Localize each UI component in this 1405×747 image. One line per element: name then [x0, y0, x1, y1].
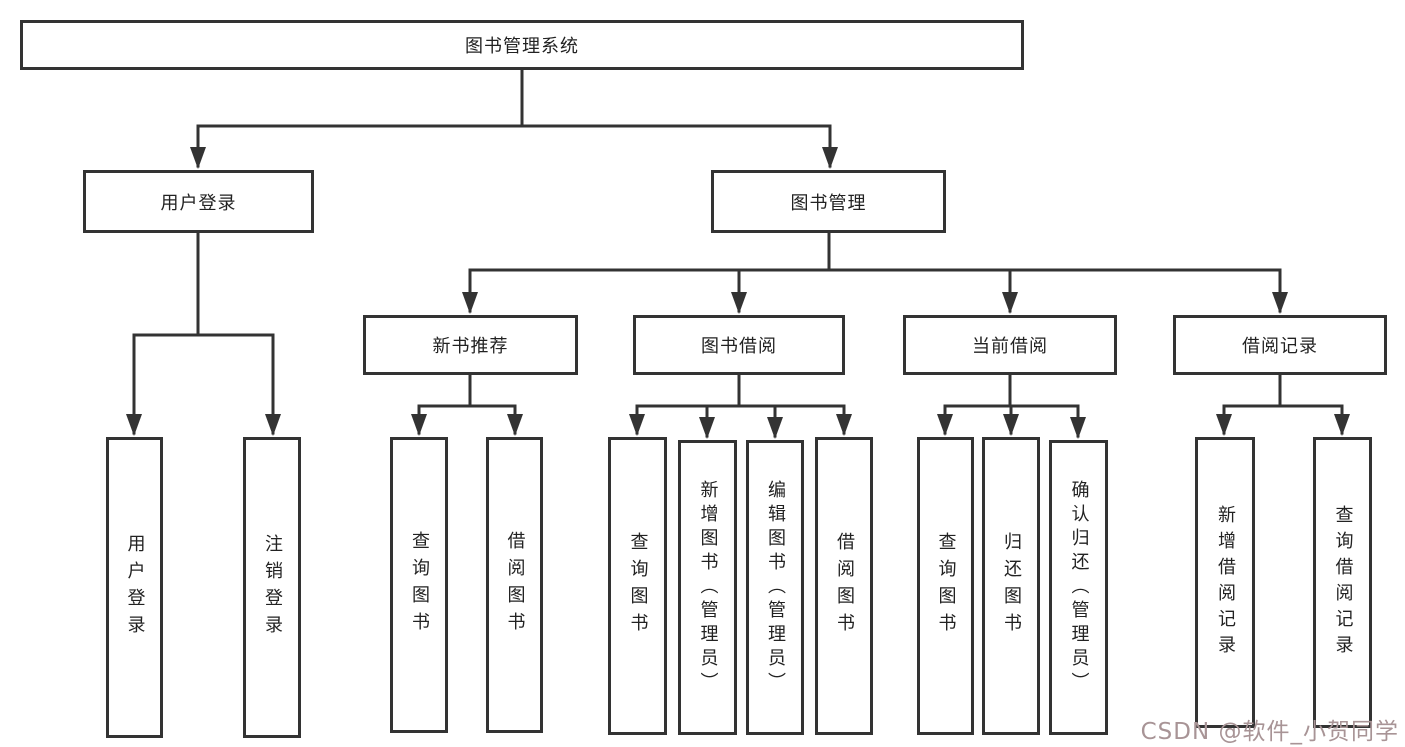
node-logout-leaf: 注销登录 [243, 437, 301, 738]
node-new-book-recommend: 新书推荐 [363, 315, 578, 375]
node-br-query-record: 查询借阅记录 [1313, 437, 1372, 728]
node-cb-return-books: 归还图书 [982, 437, 1040, 735]
node-user-login-leaf: 用户登录 [106, 437, 163, 738]
node-br-add-record: 新增借阅记录 [1195, 437, 1255, 728]
node-nb-query-books: 查询图书 [390, 437, 448, 733]
watermark: CSDN @软件_小贺同学 [1140, 719, 1399, 745]
node-root: 图书管理系统 [20, 20, 1024, 70]
node-book-borrow: 图书借阅 [633, 315, 845, 375]
node-bb-borrow-books: 借阅图书 [815, 437, 873, 735]
node-user-login: 用户登录 [83, 170, 314, 233]
node-current-borrow: 当前借阅 [903, 315, 1117, 375]
node-nb-borrow-books: 借阅图书 [486, 437, 543, 733]
node-borrow-records: 借阅记录 [1173, 315, 1387, 375]
node-cb-query-books: 查询图书 [917, 437, 974, 735]
node-cb-confirm-return-admin: 确认归还（管理员） [1049, 440, 1108, 735]
node-bb-edit-books-admin: 编辑图书（管理员） [746, 440, 804, 735]
node-bb-query-books: 查询图书 [608, 437, 667, 735]
node-bb-add-books-admin: 新增图书（管理员） [678, 440, 737, 735]
node-book-management: 图书管理 [711, 170, 946, 233]
